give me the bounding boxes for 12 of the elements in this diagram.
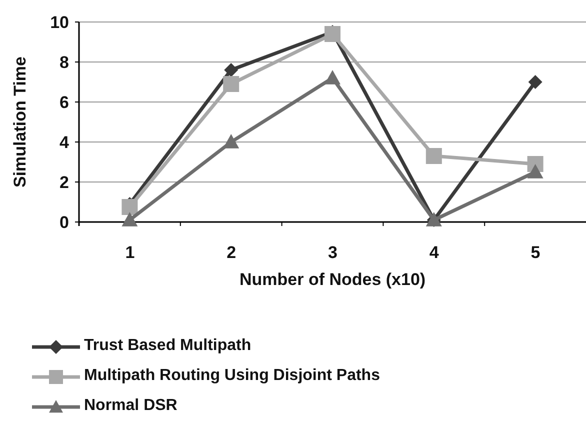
tick-label: 5 [530, 243, 540, 263]
tick-label: 4 [429, 243, 439, 263]
tick-label: 2 [226, 243, 236, 263]
tick-label: 1 [125, 243, 135, 263]
legend-label: Multipath Routing Using Disjoint Paths [84, 367, 380, 385]
tick-label: 10 [49, 13, 69, 33]
axis-title: Simulation Time [10, 56, 30, 188]
tick-label: 0 [58, 213, 69, 233]
tick-label: 3 [328, 243, 338, 263]
axis-title: Number of Nodes (x10) [240, 270, 426, 290]
legend-label: Normal DSR [84, 397, 178, 415]
legend-label: Trust Based Multipath [84, 337, 252, 355]
